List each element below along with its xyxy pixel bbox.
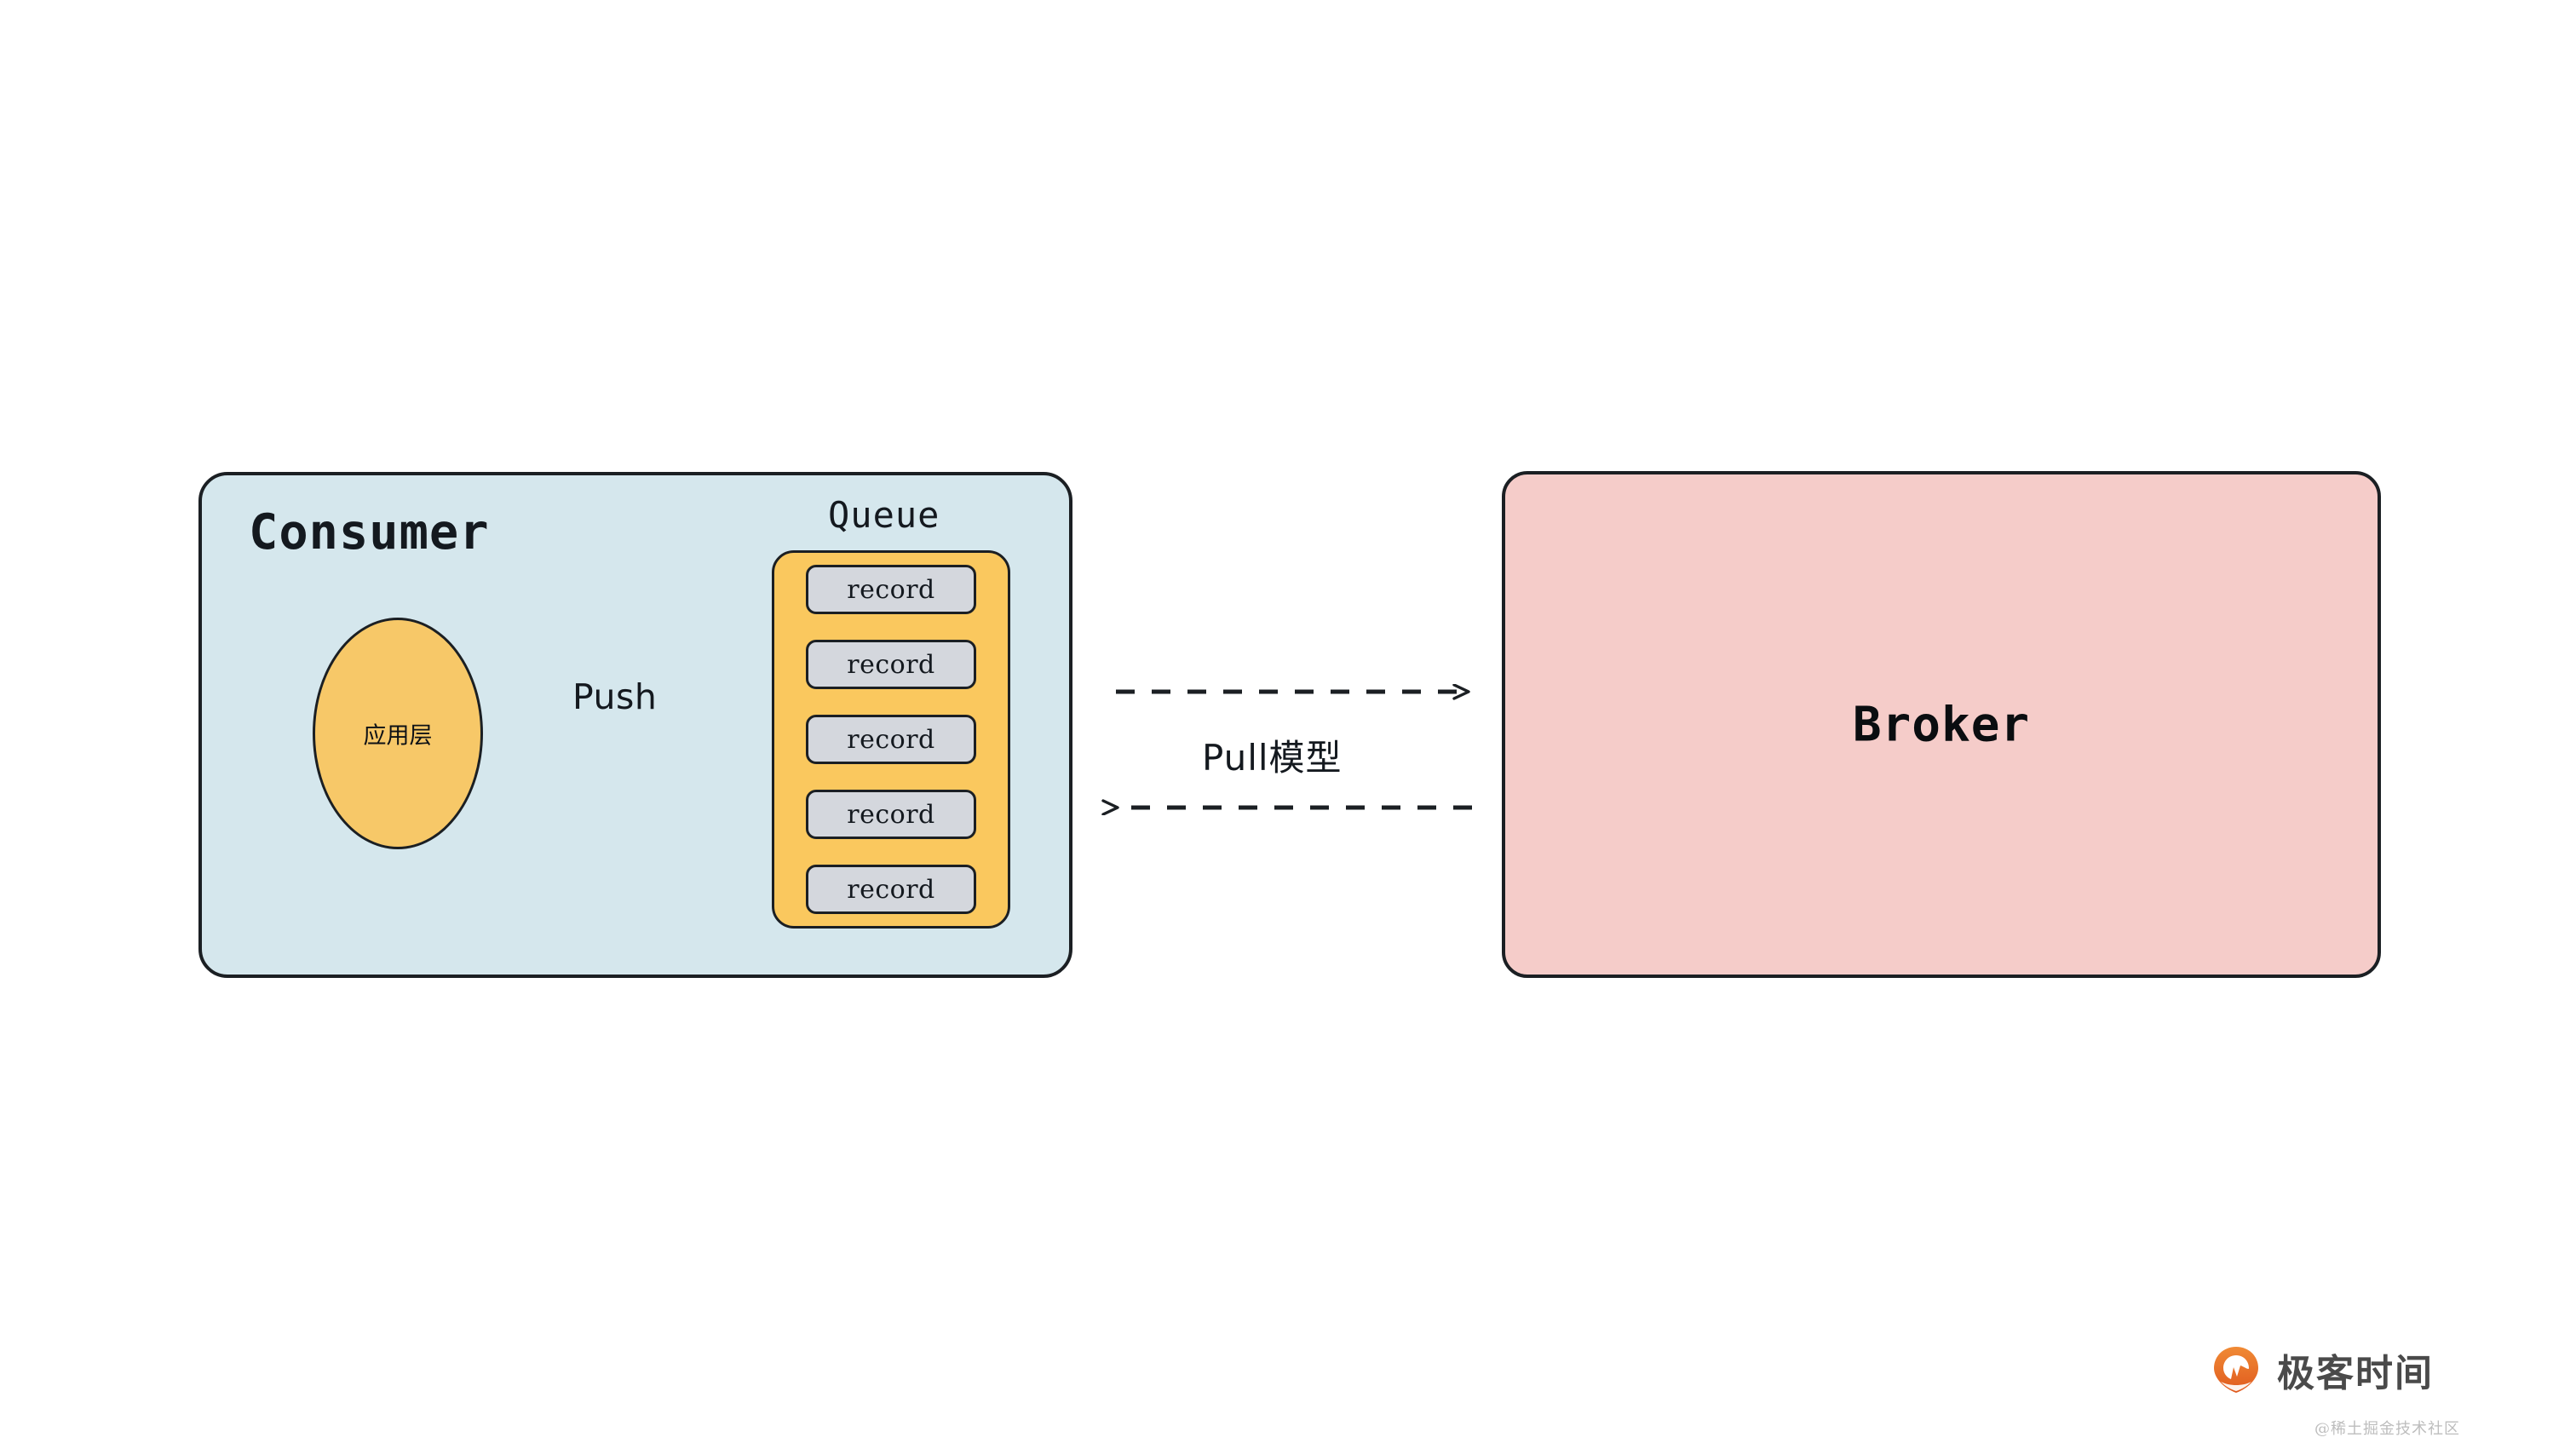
application-layer-label: 应用层 (363, 722, 433, 750)
push-arrow-label: Push (572, 676, 658, 717)
pull-model-label: Pull模型 (1202, 737, 1343, 779)
brand-name: 极客时间 (2277, 1352, 2434, 1395)
consumer-label: Consumer (249, 504, 490, 561)
queue-label: Queue (828, 494, 940, 536)
broker-container: Broker (1502, 471, 2381, 978)
community-credit: @稀土掘金技术社区 (2314, 1420, 2460, 1438)
record-item: record (806, 790, 976, 839)
broker-label: Broker (1852, 697, 2031, 752)
brand-watermark: 极客时间 (2211, 1343, 2434, 1397)
record-item: record (806, 865, 976, 914)
record-item: record (806, 715, 976, 764)
application-layer-node: 应用层 (313, 618, 483, 849)
record-item: record (806, 640, 976, 689)
geektime-logo-icon (2211, 1344, 2262, 1395)
record-item: record (806, 565, 976, 614)
queue-container: record record record record record (772, 550, 1010, 929)
